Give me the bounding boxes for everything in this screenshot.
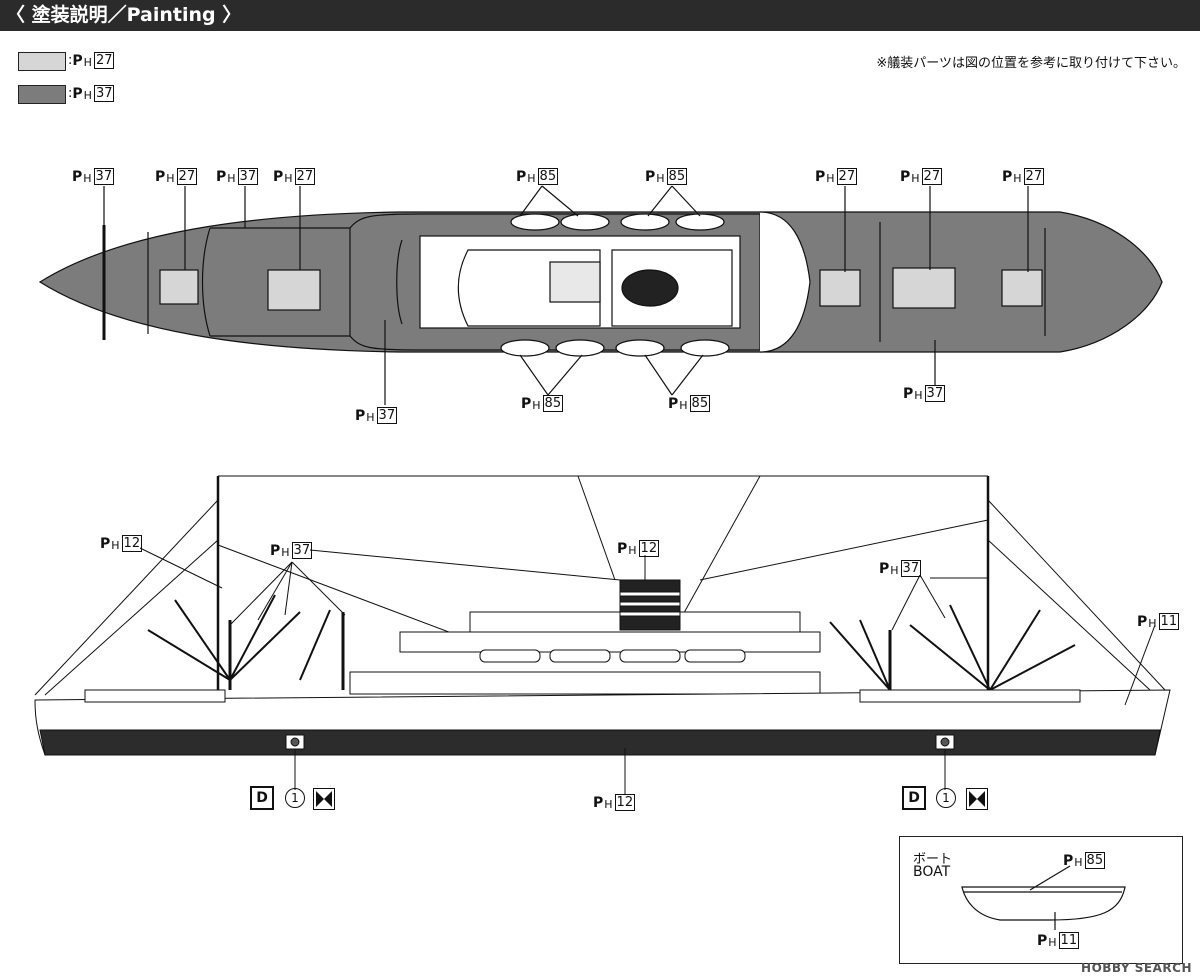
top-view — [38, 185, 1163, 405]
section-header: 〈 塗装説明／Painting 〉 — [0, 0, 1200, 31]
legend-swatch-dark — [18, 85, 66, 104]
boat-detail — [961, 865, 1126, 930]
boat-detail-box — [899, 836, 1183, 964]
header-title: 〈 塗装説明／Painting 〉 — [6, 4, 242, 26]
boat-label-en: BOAT — [913, 864, 951, 880]
decal-number: 1 — [285, 788, 305, 808]
assembly-note: ※艤装パーツは図の位置を参考に取り付けて下さい。 — [876, 56, 1186, 71]
paint-sub: H — [83, 56, 92, 69]
watermark: HOBBY SEARCH — [1081, 961, 1192, 975]
signal-flag-icon — [313, 788, 335, 810]
decal-number: 1 — [936, 788, 956, 808]
paint-prefix: P — [72, 52, 83, 69]
legend-swatch-light — [18, 52, 66, 71]
signal-flag-icon — [966, 788, 988, 810]
decal-d-marker: D — [902, 786, 926, 810]
paint-sub: H — [83, 89, 92, 102]
paint-prefix: P — [72, 85, 83, 102]
decal-d-marker: D — [250, 786, 274, 810]
boat-label-jp: ボート — [913, 852, 953, 867]
side-view — [34, 475, 1171, 795]
paint-number: 37 — [93, 85, 115, 102]
paint-number: 27 — [93, 52, 115, 69]
